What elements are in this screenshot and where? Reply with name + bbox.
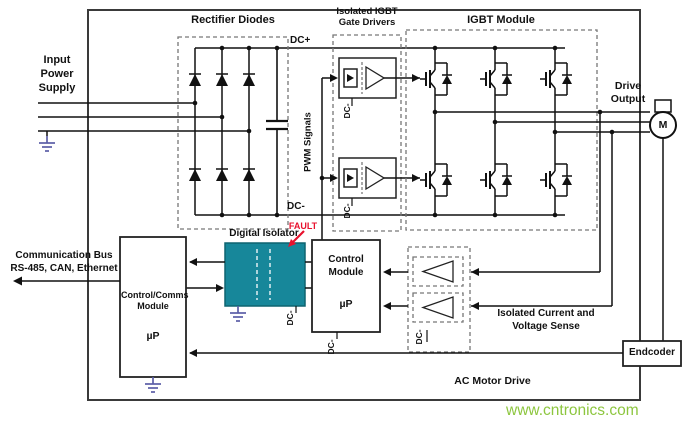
- junction-dots: [192, 45, 615, 218]
- fault-arrow-icon: [288, 230, 305, 247]
- comms-module-box: [119, 236, 187, 378]
- rectifier-section: [177, 36, 289, 230]
- control-dc-label: DC-: [326, 339, 336, 355]
- opto-led-icon: [347, 74, 354, 82]
- gate-drivers-section: [332, 34, 420, 232]
- comms-module-label: Control/Comms Module: [121, 290, 189, 312]
- dc-plus-label: DC+: [290, 35, 311, 46]
- control-module-up-label: µP: [339, 298, 353, 310]
- igbt-icon: [539, 163, 573, 197]
- sense-section: [390, 246, 471, 353]
- opto-led-icon: [347, 174, 354, 182]
- igbt-module-section: [405, 29, 598, 231]
- comm-bus-label: Communication Bus RS-485, CAN, Ethernet: [10, 250, 118, 274]
- phase-output-lines: [435, 111, 652, 307]
- drive-enclosure-box: [87, 9, 641, 401]
- isolator-ground-icon: [229, 305, 247, 322]
- input-power-lines: [38, 102, 249, 136]
- igbt-icon: [479, 62, 513, 96]
- pwm-signals-label: PWM Signals: [302, 112, 314, 172]
- diode-icon: [188, 168, 202, 182]
- rectifier-title: Rectifier Diodes: [191, 14, 275, 26]
- igbt-icon: [419, 62, 453, 96]
- dc-minus-bus-label: DC-: [287, 201, 305, 212]
- gate-drivers-title: Isolated IGBT Gate Drivers: [336, 6, 398, 29]
- input-power-supply-label: Input Power Supply: [38, 54, 76, 94]
- amplifier-icon: [421, 296, 454, 319]
- diode-icon: [242, 73, 256, 87]
- fault-label: FAULT: [288, 221, 318, 231]
- comms-module-up-label: µP: [146, 330, 160, 342]
- driver1-dc-label: DC-: [342, 103, 352, 119]
- control-module-label: Control Module: [328, 254, 364, 278]
- control-module-box: [311, 239, 381, 333]
- digital-isolator-block: [224, 242, 306, 307]
- sense-dc-label: DC-: [414, 329, 424, 345]
- igbt-icon: [419, 163, 453, 197]
- digital-isolator-title: Digital Isolator: [229, 228, 299, 239]
- ac-motor-drive-label: AC Motor Drive: [454, 375, 531, 387]
- encoder-label: Endcoder: [628, 347, 676, 358]
- diode-icon: [242, 168, 256, 182]
- comms-ground-icon: [144, 376, 162, 393]
- capacitor-icon: [266, 48, 288, 215]
- motor: [649, 99, 677, 341]
- diode-icon: [215, 168, 229, 182]
- igbt-module-title: IGBT Module: [467, 14, 535, 26]
- signal-arrows: [13, 74, 479, 357]
- sense-label: Isolated Current and Voltage Sense: [497, 308, 595, 332]
- drive-output-label: Drive Output: [610, 80, 646, 106]
- motor-label: M: [658, 119, 668, 131]
- diode-icon: [215, 73, 229, 87]
- driver-buffer-icon: [365, 65, 386, 91]
- isolator-dc-label: DC-: [285, 310, 295, 326]
- amplifier-icon: [421, 260, 454, 283]
- input-ground-icon: [38, 135, 56, 152]
- driver2-dc-label: DC-: [342, 203, 352, 219]
- driver-buffer-icon: [365, 165, 386, 191]
- diode-icon: [188, 73, 202, 87]
- igbt-icon: [539, 62, 573, 96]
- dc-bus-lines: [195, 47, 565, 216]
- watermark: www.cntronics.com: [506, 402, 639, 419]
- igbt-icon: [479, 163, 513, 197]
- motor-circle: [649, 111, 677, 139]
